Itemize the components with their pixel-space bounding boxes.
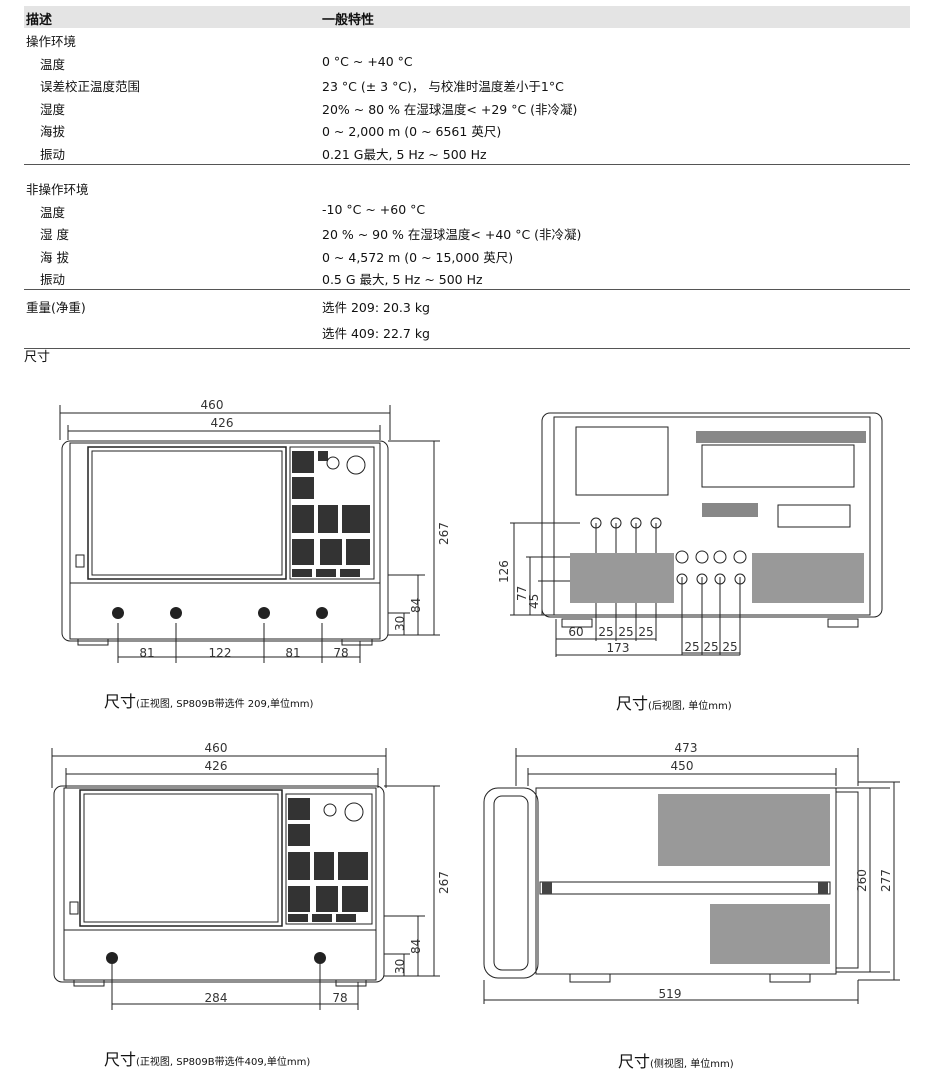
dim-45: 45 xyxy=(527,594,541,609)
caption-main: 尺寸 xyxy=(104,692,137,711)
dim-426: 426 xyxy=(205,759,228,773)
caption-sub: (侧视图, 单位mm) xyxy=(650,1059,734,1070)
row-value: 0 ~ 4,572 m (0 ~ 15,000 英尺) xyxy=(322,249,514,265)
dim-473: 473 xyxy=(675,741,698,755)
row-label: 湿 度 xyxy=(40,227,69,242)
divider xyxy=(24,164,910,165)
dim-84: 84 xyxy=(409,598,423,613)
row-label: 海 拔 xyxy=(40,249,69,265)
dim-81b: 81 xyxy=(285,646,300,660)
table-row: 温度 -10 °C ~ +60 °C xyxy=(24,199,910,222)
weight-value-409: 选件 409: 22.7 kg xyxy=(322,325,430,341)
dim-267: 267 xyxy=(437,871,451,894)
row-label: 振动 xyxy=(40,146,66,162)
dim-173: 173 xyxy=(607,641,630,655)
weight-value-209: 选件 209: 20.3 kg xyxy=(322,299,430,315)
row-value: 0.5 G 最大, 5 Hz ~ 500 Hz xyxy=(322,272,483,287)
row-value: -10 °C ~ +60 °C xyxy=(322,201,426,217)
header-general: 一般特性 xyxy=(322,13,375,28)
caption-sub: (正视图, SP809B带选件 209,单位mm) xyxy=(136,699,314,710)
table-row: 湿度 20% ~ 80 % 在湿球温度< +29 °C (非冷凝) xyxy=(24,96,910,119)
section-title-operating: 操作环境 xyxy=(24,28,910,51)
dim-25c: 25 xyxy=(638,625,653,639)
caption-front-409: 尺寸(正视图, SP809B带选件409,单位mm) xyxy=(104,1046,310,1070)
dim-78: 78 xyxy=(333,646,348,660)
operating-title: 操作环境 xyxy=(26,34,77,49)
table-row-weight2: 选件 409: 22.7 kg xyxy=(24,320,910,346)
dim-77: 77 xyxy=(515,586,529,601)
dim-519: 519 xyxy=(659,987,682,1001)
dim-277: 277 xyxy=(879,869,893,892)
dim-426: 426 xyxy=(211,416,234,430)
caption-sub: (后视图, 单位mm) xyxy=(648,701,732,712)
row-label: 湿度 xyxy=(40,101,66,117)
front-view-209-diagram: 460 426 267 84 30 81 122 81 78 xyxy=(59,398,451,663)
caption-rear: 尺寸(后视图, 单位mm) xyxy=(616,690,732,714)
table-row: 海拔 0 ~ 2,000 m (0 ~ 6561 英尺) xyxy=(24,118,910,141)
row-value: 0.21 G最大, 5 Hz ~ 500 Hz xyxy=(322,146,487,162)
caption-front-209: 尺寸(正视图, SP809B带选件 209,单位mm) xyxy=(104,688,313,712)
row-label: 温度 xyxy=(40,204,66,220)
spec-table: 描述 一般特性 操作环境 温度 0 °C ~ +40 °C 误差校正温度范围 2… xyxy=(24,6,910,349)
dim-126: 126 xyxy=(497,560,511,583)
caption-sub: (正视图, SP809B带选件409,单位mm) xyxy=(136,1057,311,1068)
table-row: 振动 0.5 G 最大, 5 Hz ~ 500 Hz xyxy=(24,266,910,289)
table-row-weight: 重量(净重) 选件 209: 20.3 kg xyxy=(24,294,910,320)
dim-122: 122 xyxy=(209,646,232,660)
table-row: 温度 0 °C ~ +40 °C xyxy=(24,51,910,74)
table-row: 海 拔 0 ~ 4,572 m (0 ~ 15,000 英尺) xyxy=(24,244,910,267)
table-row: 湿 度 20 % ~ 90 % 在湿球温度< +40 °C (非冷凝) xyxy=(24,221,910,244)
dim-81a: 81 xyxy=(139,646,154,660)
divider xyxy=(24,347,910,349)
caption-main: 尺寸 xyxy=(104,1050,137,1069)
side-view-diagram: 473 450 260 277 519 xyxy=(483,741,900,1004)
dim-450: 450 xyxy=(671,759,694,773)
weight-label: 重量(净重) xyxy=(26,299,86,315)
row-value: 0 ~ 2,000 m (0 ~ 6561 英尺) xyxy=(322,124,502,139)
header-description: 描述 xyxy=(26,13,53,28)
row-value: 0 °C ~ +40 °C xyxy=(322,53,413,69)
dim-25a: 25 xyxy=(598,625,613,639)
row-value: 23 °C (± 3 °C)， 与校准时温度差小于1°C xyxy=(322,79,564,94)
dim-267: 267 xyxy=(437,522,451,545)
row-label: 误差校正温度范围 xyxy=(40,79,141,94)
dim-78: 78 xyxy=(332,991,347,1005)
row-value: 20% ~ 80 % 在湿球温度< +29 °C (非冷凝) xyxy=(322,101,578,117)
dimensions-heading: 尺寸 xyxy=(24,350,51,365)
dim-25b: 25 xyxy=(618,625,633,639)
dim-25e: 25 xyxy=(703,640,718,654)
table-header: 描述 一般特性 xyxy=(24,6,910,28)
table-row: 振动 0.21 G最大, 5 Hz ~ 500 Hz xyxy=(24,141,910,164)
caption-main: 尺寸 xyxy=(616,694,649,713)
dim-460: 460 xyxy=(205,741,228,755)
front-view-409-diagram: 460 426 267 84 30 284 78 xyxy=(51,741,451,1010)
dim-284: 284 xyxy=(205,991,228,1005)
row-label: 振动 xyxy=(40,272,66,287)
caption-main: 尺寸 xyxy=(618,1052,651,1071)
dim-260: 260 xyxy=(855,869,869,892)
dim-25d: 25 xyxy=(684,640,699,654)
rear-view-diagram: 126 77 45 60 25 25 25 173 25 25 25 xyxy=(497,412,883,657)
caption-side: 尺寸(侧视图, 单位mm) xyxy=(618,1048,734,1072)
dim-30: 30 xyxy=(393,959,407,974)
dim-25f: 25 xyxy=(722,640,737,654)
section-title-nonoperating: 非操作环境 xyxy=(24,176,910,199)
row-label: 海拔 xyxy=(40,124,66,139)
nonoperating-title: 非操作环境 xyxy=(26,182,89,197)
table-row: 误差校正温度范围 23 °C (± 3 °C)， 与校准时温度差小于1°C xyxy=(24,73,910,96)
divider xyxy=(24,288,910,290)
dim-30: 30 xyxy=(393,616,407,631)
row-value: 20 % ~ 90 % 在湿球温度< +40 °C (非冷凝) xyxy=(322,227,582,242)
dim-460: 460 xyxy=(201,398,224,412)
dim-60: 60 xyxy=(568,625,583,639)
dim-84: 84 xyxy=(409,939,423,954)
row-label: 温度 xyxy=(40,56,66,72)
